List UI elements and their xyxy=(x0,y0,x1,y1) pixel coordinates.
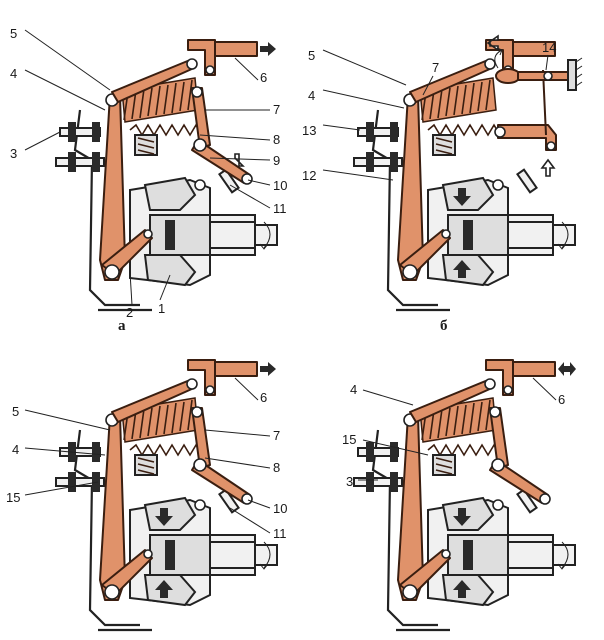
arrow-icon xyxy=(486,34,499,52)
label-14: 14 xyxy=(542,40,556,55)
label-13: 13 xyxy=(302,123,316,138)
label-3: 3 xyxy=(346,474,353,489)
label-8: 8 xyxy=(273,132,280,147)
label-7: 7 xyxy=(273,102,280,117)
double-arrow-icon xyxy=(558,362,576,376)
label-4: 4 xyxy=(308,88,315,103)
label-15: 15 xyxy=(342,432,356,447)
label-10: 10 xyxy=(273,501,287,516)
label-2: 2 xyxy=(126,305,133,320)
panel-a: 5 4 3 6 7 8 9 10 11 2 1 xyxy=(10,26,287,320)
caption-b: б xyxy=(440,318,448,334)
label-9: 9 xyxy=(273,153,280,168)
label-11: 11 xyxy=(273,526,287,541)
label-12: 12 xyxy=(302,168,316,183)
arrow-icon xyxy=(540,158,556,177)
label-11: 11 xyxy=(273,201,287,216)
label-1: 1 xyxy=(158,301,165,316)
panel-c-labels: 5 4 15 6 7 8 10 11 xyxy=(6,390,287,541)
label-6: 6 xyxy=(260,390,267,405)
arrow-icon xyxy=(260,362,276,376)
panel-a-labels: 5 4 3 6 7 8 9 10 11 2 1 xyxy=(10,26,287,320)
caption-a: а xyxy=(118,318,126,334)
arrow-icon xyxy=(494,47,503,69)
label-6: 6 xyxy=(558,392,565,407)
panel-d: 4 15 3 6 xyxy=(342,359,577,632)
label-4: 4 xyxy=(10,66,17,81)
arrow-icon xyxy=(234,153,245,167)
label-4: 4 xyxy=(350,382,357,397)
label-8: 8 xyxy=(273,460,280,475)
panel-d-labels: 4 15 3 6 xyxy=(342,382,565,489)
label-3: 3 xyxy=(10,146,17,161)
panel-c: 5 4 15 6 7 8 10 11 xyxy=(6,359,287,632)
arrow-icon xyxy=(260,42,276,56)
label-5: 5 xyxy=(12,404,19,419)
label-6: 6 xyxy=(260,70,267,85)
label-4: 4 xyxy=(12,442,19,457)
label-7: 7 xyxy=(432,60,439,75)
panel-b: 5 4 13 12 7 14 xyxy=(302,34,583,312)
label-15: 15 xyxy=(6,490,20,505)
label-5: 5 xyxy=(308,48,315,63)
label-5: 5 xyxy=(10,26,17,41)
label-7: 7 xyxy=(273,428,280,443)
label-10: 10 xyxy=(273,178,287,193)
panel-b-labels: 5 4 13 12 7 14 xyxy=(302,40,556,183)
